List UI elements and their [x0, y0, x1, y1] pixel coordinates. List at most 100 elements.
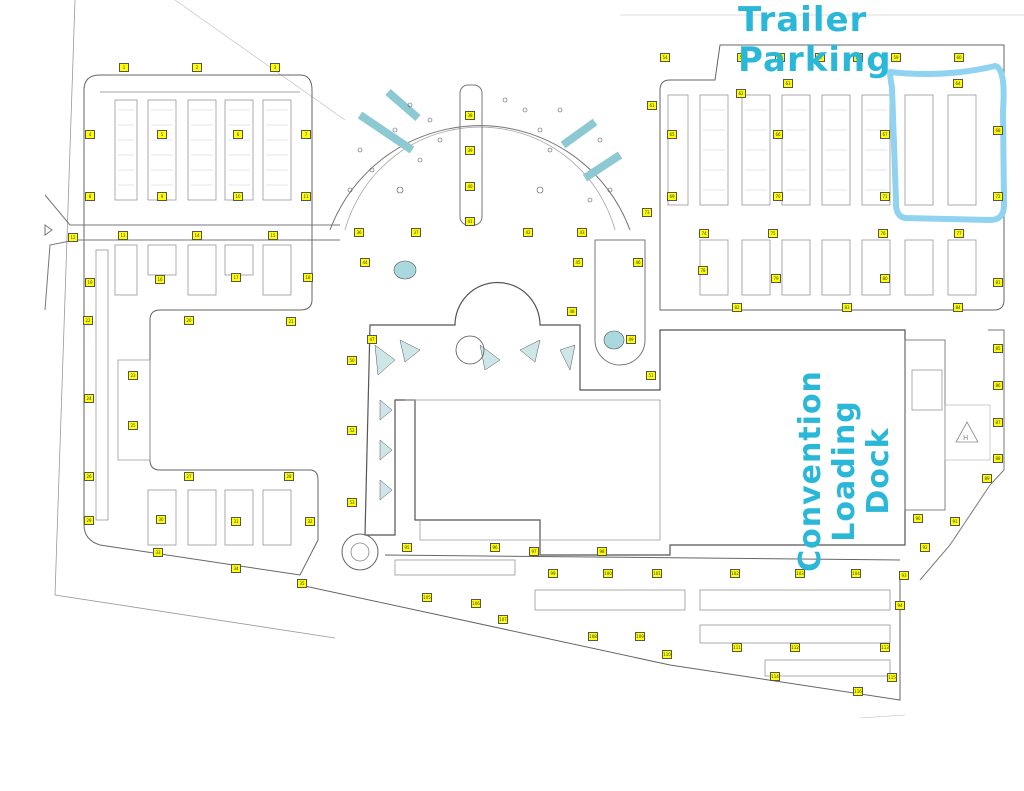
plaza-trees: [347, 97, 613, 203]
west-parking-outline: [83, 74, 319, 576]
stall-marker: 107: [498, 615, 508, 624]
stall-marker: 115: [887, 673, 897, 682]
stall-marker: 65: [667, 130, 677, 139]
stall-marker: 77: [954, 229, 964, 238]
convention-loading-dock-label: Convention Loading Dock: [793, 360, 896, 572]
main-building: [364, 281, 906, 556]
stall-marker: 72: [993, 192, 1003, 201]
trailer-parking-label: Trailer Parking: [738, 0, 892, 80]
stall-marker: 47: [367, 335, 377, 344]
stall-marker: 50: [347, 356, 357, 365]
east-parking-outline: [659, 44, 1005, 311]
stall-marker: 27: [184, 472, 194, 481]
stall-marker: 110: [662, 650, 672, 659]
building-landscaping: [374, 339, 576, 501]
stall-marker: 95: [402, 543, 412, 552]
stall-marker: 32: [305, 517, 315, 526]
stall-marker: 90: [913, 514, 923, 523]
stall-marker: 116: [853, 687, 863, 696]
stall-marker: 54: [660, 53, 670, 62]
loading-dock-area: [904, 339, 946, 511]
helipad-icon: [955, 421, 979, 443]
stall-marker: 78: [698, 266, 708, 275]
east-stall-lines: [703, 109, 887, 191]
stall-marker: 21: [286, 317, 296, 326]
loading-dock-label: Loading Dock: [827, 400, 896, 542]
stall-marker: 15: [268, 231, 278, 240]
east-service-road: [919, 329, 1005, 581]
stall-marker: 71: [880, 192, 890, 201]
stall-marker: 75: [768, 229, 778, 238]
roundabout-center: [350, 542, 370, 562]
stall-marker: 61: [647, 101, 657, 110]
stall-marker: 83: [842, 303, 852, 312]
trailer-parking-highlight: [887, 63, 1007, 223]
stall-marker: 4: [85, 130, 95, 139]
stall-marker: 48: [567, 307, 577, 316]
stall-marker: 89: [982, 474, 992, 483]
stall-marker: 80: [880, 274, 890, 283]
stall-marker: 114: [770, 672, 780, 681]
plaza-bar-right: [560, 118, 598, 149]
stall-marker: 49: [626, 335, 636, 344]
stall-marker: 29: [84, 516, 94, 525]
stall-marker: 57: [815, 53, 825, 62]
stall-marker: 88: [993, 454, 1003, 463]
stall-marker: 7: [301, 130, 311, 139]
stall-marker: 5: [157, 130, 167, 139]
west-entrance-road: [44, 194, 340, 311]
stall-marker: 19: [85, 278, 95, 287]
stall-marker: 73: [642, 208, 652, 217]
south-boundary: [859, 714, 906, 719]
stall-marker: 24: [84, 394, 94, 403]
stall-marker: 94: [895, 601, 905, 610]
stall-marker: 34: [231, 564, 241, 573]
stall-marker: 33: [153, 548, 163, 557]
rotunda: [455, 335, 485, 365]
stall-marker: 93: [899, 571, 909, 580]
stall-marker: 106: [471, 599, 481, 608]
stall-marker: 100: [603, 569, 613, 578]
stall-marker: 14: [192, 231, 202, 240]
plaza-bar-left-2: [385, 88, 421, 122]
stall-marker: 52: [347, 426, 357, 435]
stall-marker: 91: [950, 517, 960, 526]
stall-marker: 56: [775, 53, 785, 62]
property-boundary-top: [174, 0, 346, 121]
stall-marker: 92: [920, 543, 930, 552]
stall-marker: 53: [347, 498, 357, 507]
stall-marker: 81: [993, 278, 1003, 287]
stall-marker: 60: [954, 53, 964, 62]
stall-marker: 12: [68, 233, 78, 242]
stall-marker: 39: [465, 146, 475, 155]
stall-marker: 86: [993, 381, 1003, 390]
stall-marker: 63: [783, 79, 793, 88]
stall-marker: 102: [730, 569, 740, 578]
stall-marker: 8: [85, 192, 95, 201]
stall-marker: 62: [736, 89, 746, 98]
stall-marker: 58: [853, 53, 863, 62]
stall-marker: 79: [771, 274, 781, 283]
plaza-bar-right-2: [582, 151, 623, 182]
stall-marker: 111: [732, 643, 742, 652]
roundabout: [341, 533, 379, 571]
stall-marker: 101: [652, 569, 662, 578]
fountain-right: [603, 330, 625, 350]
convention-label: Convention: [793, 370, 828, 572]
stall-marker: 11: [301, 192, 311, 201]
stall-marker: 41: [465, 217, 475, 226]
stall-marker: 25: [128, 421, 138, 430]
main-building-inner: [405, 399, 661, 541]
stall-marker: 109: [635, 632, 645, 641]
stall-marker: 18: [303, 273, 313, 282]
stall-marker: 22: [83, 316, 93, 325]
stall-marker: 69: [667, 192, 677, 201]
stall-marker: 99: [548, 569, 558, 578]
west-parking-rows: [95, 91, 300, 546]
stall-marker: 59: [891, 53, 901, 62]
stall-marker: 67: [880, 130, 890, 139]
stall-marker: 87: [993, 418, 1003, 427]
stall-marker: 10: [233, 192, 243, 201]
stall-marker: 55: [737, 53, 747, 62]
stall-marker: 112: [790, 643, 800, 652]
